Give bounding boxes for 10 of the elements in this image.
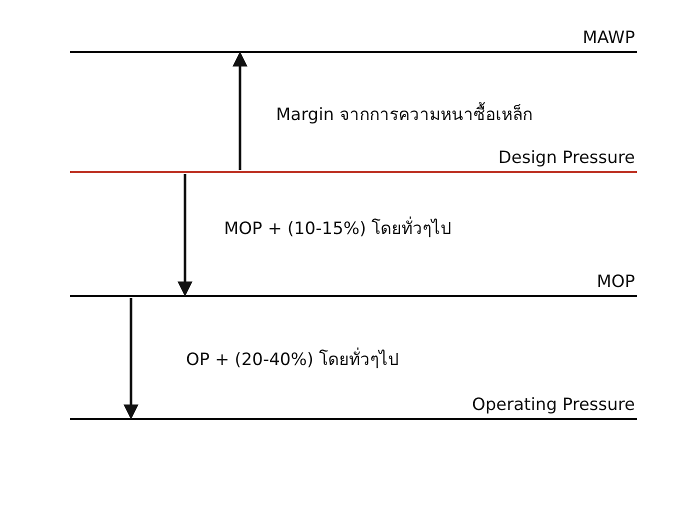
arrow [232, 52, 248, 170]
level-label: Operating Pressure [472, 395, 635, 415]
level-label: Design Pressure [498, 148, 635, 168]
level-line [70, 147, 637, 173]
level-label: MOP [596, 272, 635, 292]
level-line [70, 394, 637, 420]
arrow [124, 298, 138, 420]
level-label: MAWP [582, 28, 635, 48]
arrow [178, 174, 192, 296]
level-line [70, 271, 637, 297]
